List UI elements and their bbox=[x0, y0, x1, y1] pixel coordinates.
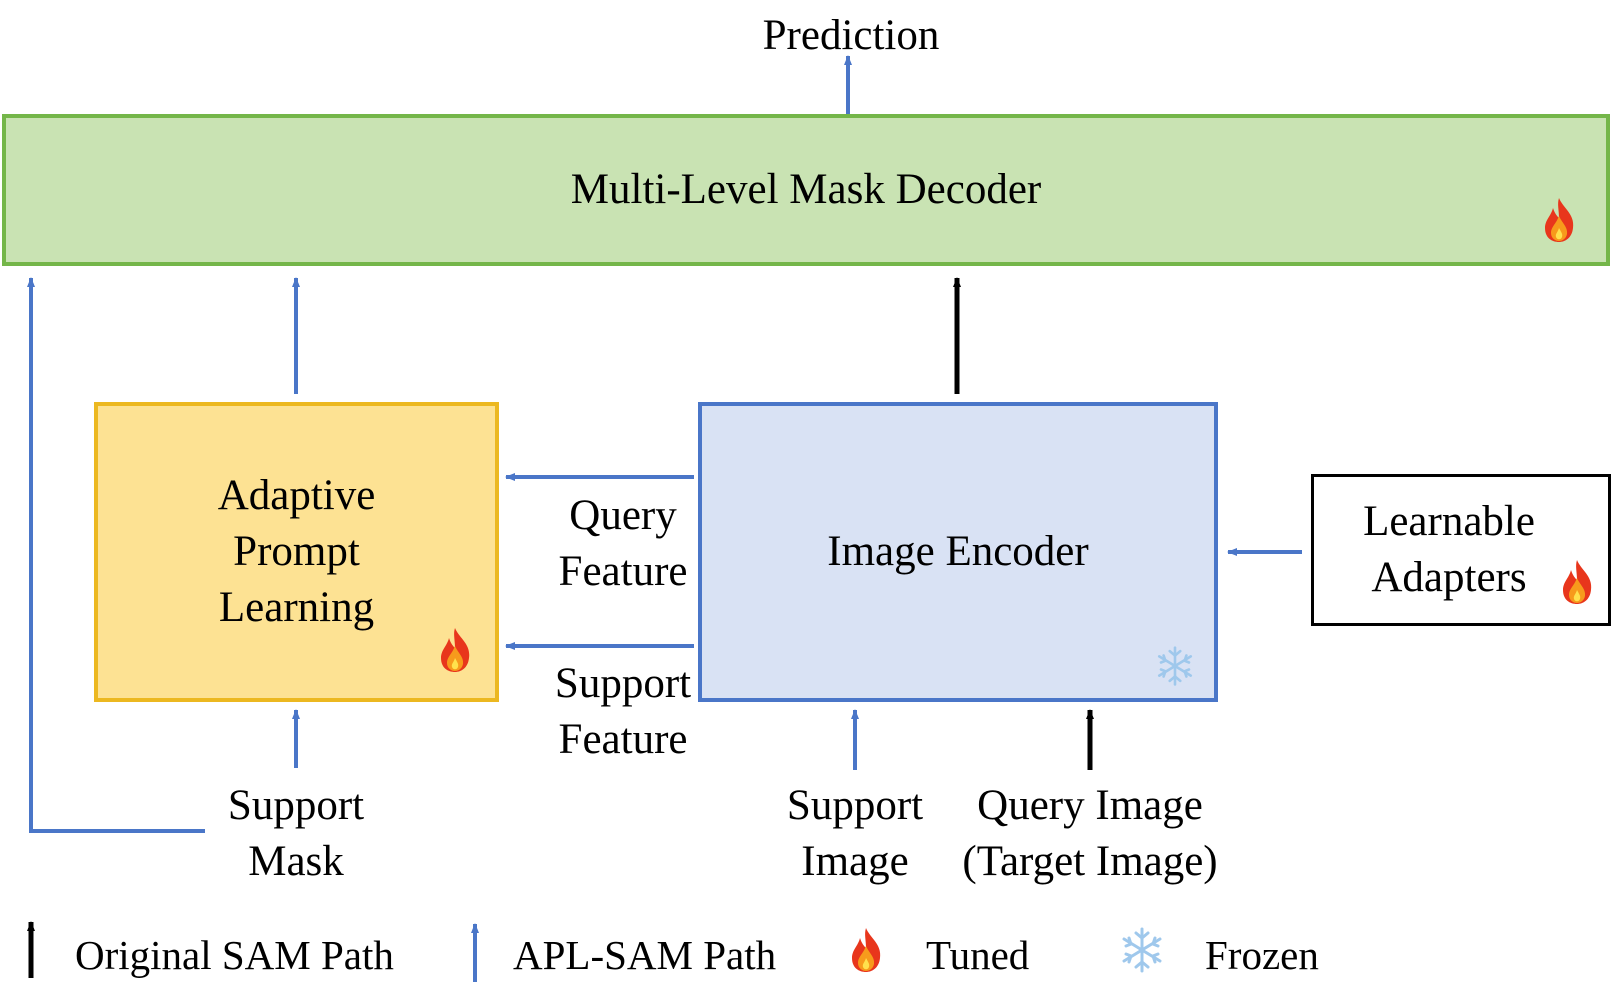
support-feature-label: Support Feature bbox=[554, 660, 692, 763]
query-feature-label: Query Feature bbox=[558, 492, 688, 595]
support-mask-input-label: Support Mask bbox=[227, 782, 365, 885]
prediction-label: Prediction bbox=[762, 12, 940, 59]
learnable-adapters-label: Learnable Adapters bbox=[1363, 498, 1535, 601]
snowflake-icon bbox=[1154, 642, 1196, 690]
mask-decoder-label: Multi-Level Mask Decoder bbox=[570, 166, 1042, 213]
adaptive-prompt-learning-label: Adaptive Prompt Learning bbox=[217, 472, 376, 631]
mask-decoder-block: Multi-Level Mask Decoder bbox=[2, 114, 1610, 266]
fire-icon bbox=[434, 626, 476, 674]
arrow-support-mask-to-decoder bbox=[27, 277, 205, 833]
legend-apl-path-label: APL-SAM Path bbox=[513, 932, 777, 978]
query-image-input-label: Query Image (Target Image) bbox=[962, 782, 1218, 885]
legend-original-path-label: Original SAM Path bbox=[75, 932, 394, 978]
fire-icon bbox=[1556, 558, 1598, 606]
adaptive-prompt-learning-block: Adaptive Prompt Learning bbox=[94, 402, 499, 702]
fire-icon bbox=[845, 926, 887, 974]
image-encoder-label: Image Encoder bbox=[827, 528, 1089, 575]
fire-icon bbox=[1538, 196, 1580, 244]
learnable-adapters-block: Learnable Adapters bbox=[1311, 474, 1611, 626]
snowflake-icon bbox=[1118, 926, 1166, 974]
image-encoder-block: Image Encoder bbox=[698, 402, 1218, 702]
support-image-input-label: Support Image bbox=[786, 782, 924, 885]
legend-tuned-label: Tuned bbox=[926, 932, 1030, 978]
legend-frozen-label: Frozen bbox=[1205, 932, 1319, 978]
